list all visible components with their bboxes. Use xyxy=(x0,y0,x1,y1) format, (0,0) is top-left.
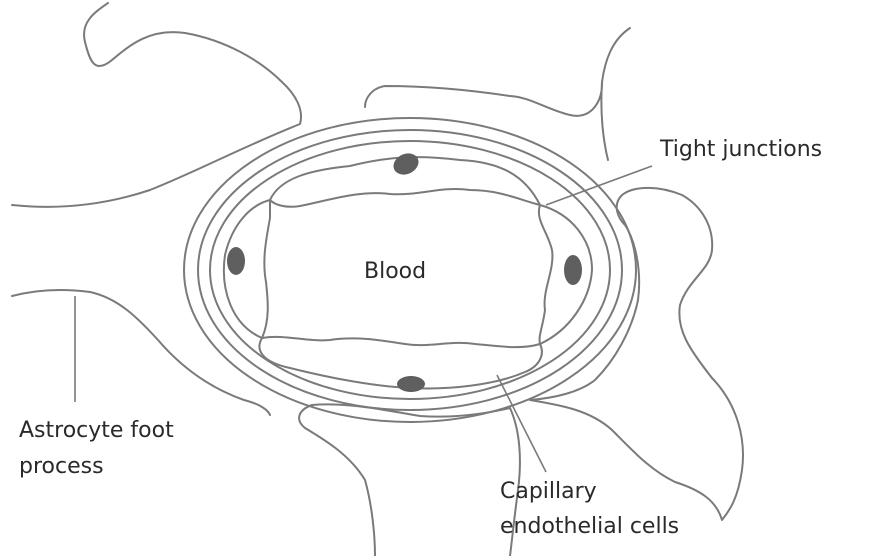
endothelial-label-line1: Capillary xyxy=(500,477,597,507)
astrocyte-label-line2: process xyxy=(19,452,104,482)
nucleus-left xyxy=(227,247,245,275)
tight-junctions-label: Tight junctions xyxy=(660,135,822,165)
astrocyte-bottom xyxy=(299,404,520,556)
astrocyte-upper-left xyxy=(12,3,301,207)
nucleus-bottom xyxy=(397,376,425,392)
endothelial-label-line2: endothelial cells xyxy=(500,512,679,542)
nucleus-top xyxy=(390,149,422,178)
blood-label: Blood xyxy=(364,257,426,287)
astrocyte-label-line1: Astrocyte foot xyxy=(19,416,174,446)
nucleus-right xyxy=(564,255,582,285)
